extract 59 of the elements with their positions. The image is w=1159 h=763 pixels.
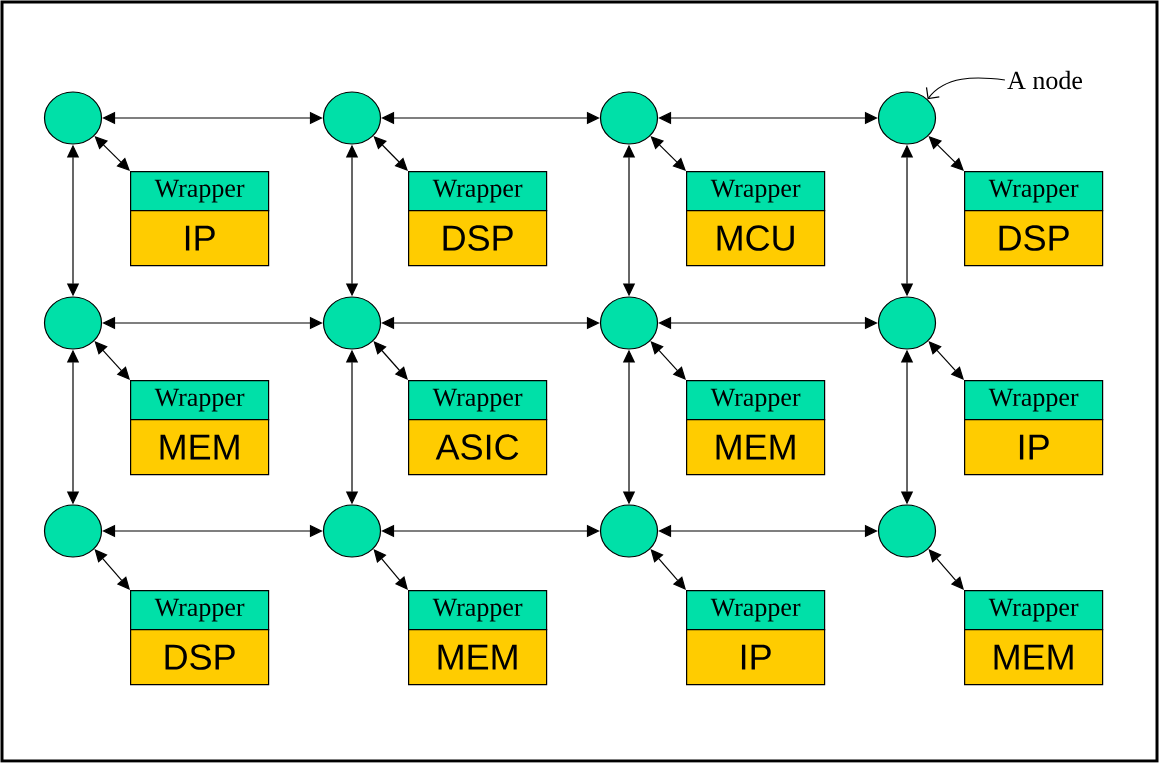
router-circle — [322, 504, 382, 558]
router-circle — [877, 504, 937, 558]
core-box: MEM — [964, 629, 1104, 686]
arrow — [650, 549, 686, 590]
arrow — [94, 136, 130, 171]
wrapper-band: Wrapper — [130, 590, 270, 631]
arrow — [650, 341, 686, 380]
router-circle — [877, 91, 937, 145]
wrapper-band: Wrapper — [408, 590, 548, 631]
arrow — [928, 136, 964, 171]
core-box: IP — [686, 629, 826, 686]
core-box: MEM — [686, 419, 826, 476]
wrapper-band: Wrapper — [964, 380, 1104, 421]
core-box: MEM — [408, 629, 548, 686]
arrow — [373, 549, 408, 590]
wrapper-band: Wrapper — [408, 171, 548, 212]
arrow — [928, 341, 964, 380]
arrow — [650, 136, 686, 171]
arrow — [94, 341, 130, 380]
router-circle — [322, 91, 382, 145]
core-box: IP — [130, 210, 270, 267]
arrow — [658, 111, 878, 125]
wrapper-band: Wrapper — [686, 171, 826, 212]
core-box: MCU — [686, 210, 826, 267]
arrow — [381, 111, 600, 125]
router-circle — [43, 504, 103, 558]
router-circle — [43, 296, 103, 350]
arrow — [102, 111, 323, 125]
arrow — [373, 341, 408, 380]
router-circle — [322, 296, 382, 350]
core-box: MEM — [130, 419, 270, 476]
core-box: ASIC — [408, 419, 548, 476]
arrow — [381, 316, 600, 330]
wrapper-band: Wrapper — [686, 380, 826, 421]
arrow — [928, 549, 964, 590]
arrow — [658, 316, 878, 330]
router-circle — [43, 91, 103, 145]
arrow — [381, 524, 600, 538]
wrapper-band: Wrapper — [964, 590, 1104, 631]
wrapper-band: Wrapper — [964, 171, 1104, 212]
callout-label: A node — [1007, 70, 1082, 90]
arrow — [94, 549, 130, 590]
router-circle — [877, 296, 937, 350]
core-box: DSP — [964, 210, 1104, 267]
router-circle — [599, 91, 659, 145]
router-circle — [599, 504, 659, 558]
leader-line — [925, 77, 1006, 100]
router-circle — [599, 296, 659, 350]
arrow — [102, 316, 323, 330]
wrapper-band: Wrapper — [130, 171, 270, 212]
wrapper-band: Wrapper — [408, 380, 548, 421]
wrapper-band: Wrapper — [686, 590, 826, 631]
core-box: DSP — [130, 629, 270, 686]
wrapper-band: Wrapper — [130, 380, 270, 421]
core-box: IP — [964, 419, 1104, 476]
core-box: DSP — [408, 210, 548, 267]
arrow — [373, 136, 408, 171]
arrow — [102, 524, 323, 538]
arrow — [658, 524, 878, 538]
